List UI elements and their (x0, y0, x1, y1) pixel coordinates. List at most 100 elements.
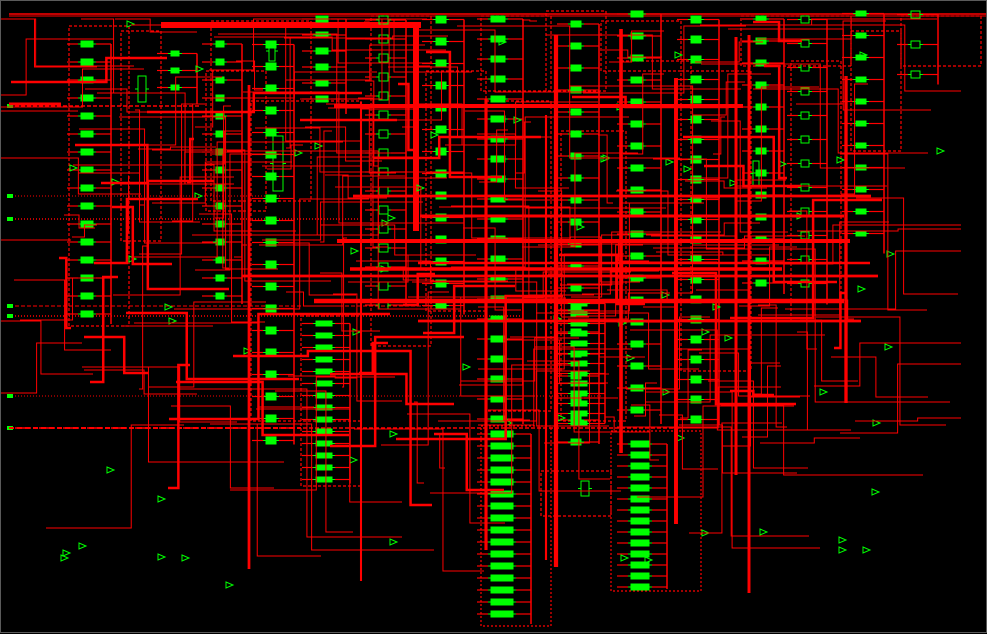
logic-cell-icon[interactable] (690, 415, 702, 424)
logic-cell-icon[interactable] (630, 517, 650, 525)
net-wire[interactable] (119, 116, 278, 270)
hierarchy-box[interactable] (300, 315, 362, 487)
net-wire[interactable] (753, 307, 778, 395)
net-wire[interactable] (568, 292, 670, 320)
io-port-icon[interactable] (7, 217, 13, 221)
logic-cell-icon[interactable] (630, 120, 644, 128)
logic-cell-icon[interactable] (215, 76, 225, 84)
logic-cell-icon[interactable] (315, 320, 333, 327)
net-wire[interactable] (359, 341, 388, 375)
logic-cell-icon[interactable] (800, 183, 810, 192)
logic-cell-icon[interactable] (265, 106, 277, 115)
net-wire[interactable] (831, 356, 928, 398)
net-wire[interactable] (758, 304, 787, 428)
buffer-gate-icon[interactable] (859, 51, 869, 59)
logic-cell-icon[interactable] (855, 98, 867, 105)
logic-cell-icon[interactable] (630, 164, 644, 172)
net-wire[interactable] (358, 97, 388, 248)
logic-cell-icon[interactable] (378, 224, 389, 234)
net-wire[interactable] (215, 105, 231, 219)
logic-cell-icon[interactable] (490, 454, 514, 462)
buffer-gate-icon[interactable] (665, 158, 675, 166)
net-wire[interactable] (560, 231, 721, 286)
logic-cell-icon[interactable] (855, 76, 867, 83)
logic-cell-icon[interactable] (80, 256, 94, 264)
net-wire[interactable] (147, 91, 362, 114)
net-wire[interactable] (680, 349, 702, 419)
io-port-icon[interactable] (7, 394, 13, 398)
logic-cell-icon[interactable] (630, 539, 650, 547)
logic-cell-icon[interactable] (630, 572, 650, 580)
buffer-gate-icon[interactable] (462, 363, 472, 371)
logic-cell-icon[interactable] (315, 344, 333, 351)
logic-cell-icon[interactable] (265, 194, 277, 203)
net-wire[interactable] (115, 18, 197, 33)
logic-cell-icon[interactable] (215, 292, 225, 300)
net-wire[interactable] (81, 18, 161, 94)
net-wire[interactable] (212, 153, 229, 269)
io-port-icon[interactable] (7, 314, 13, 318)
net-wire[interactable] (695, 41, 763, 63)
logic-cell-icon[interactable] (570, 218, 582, 226)
net-wire[interactable] (259, 175, 405, 246)
net-wire[interactable] (753, 88, 928, 154)
net-wire[interactable] (412, 281, 609, 427)
net-wire[interactable] (233, 349, 372, 358)
hierarchy-box[interactable] (205, 70, 267, 212)
logic-cell-icon[interactable] (690, 35, 702, 44)
logic-cell-icon[interactable] (265, 414, 277, 423)
logic-cell-icon[interactable] (490, 526, 514, 534)
logic-cell-icon[interactable] (490, 562, 514, 570)
net-wire[interactable] (855, 417, 961, 422)
logic-cell-icon[interactable] (80, 40, 94, 48)
net-wire[interactable] (721, 404, 923, 476)
logic-cell-icon[interactable] (855, 32, 867, 39)
net-wire[interactable] (450, 271, 631, 298)
buffer-gate-icon[interactable] (126, 20, 136, 28)
logic-cell-icon[interactable] (490, 586, 514, 594)
net-wire[interactable] (1, 110, 78, 115)
logic-cell-icon[interactable] (490, 502, 514, 510)
logic-cell-icon[interactable] (490, 255, 506, 263)
net-wire[interactable] (689, 422, 782, 534)
logic-cell-icon[interactable] (570, 130, 582, 138)
net-wire[interactable] (403, 272, 435, 307)
logic-cell-icon[interactable] (435, 15, 447, 24)
logic-cell-icon[interactable] (170, 84, 180, 91)
logic-cell-icon[interactable] (630, 440, 650, 448)
net-wire[interactable] (764, 64, 787, 180)
buffer-gate-icon[interactable] (430, 131, 440, 139)
logic-cell-icon[interactable] (570, 42, 582, 50)
net-wire[interactable] (626, 316, 710, 390)
net-wire[interactable] (683, 135, 837, 284)
net-wire[interactable] (328, 107, 396, 174)
logic-cell-icon[interactable] (630, 54, 644, 62)
logic-cell-icon[interactable] (630, 32, 644, 40)
logic-cell-icon[interactable] (490, 598, 514, 606)
logic-cell-icon[interactable] (800, 63, 810, 72)
logic-cell-icon[interactable] (570, 438, 582, 446)
net-wire[interactable] (856, 197, 958, 295)
net-wire[interactable] (582, 270, 659, 295)
net-wire[interactable] (841, 83, 868, 195)
net-wire[interactable] (288, 375, 357, 379)
net-wire[interactable] (1, 239, 71, 253)
logic-cell-icon[interactable] (80, 238, 94, 246)
net-wire[interactable] (320, 130, 332, 243)
net-wire[interactable] (559, 253, 645, 306)
net-wire[interactable] (536, 312, 699, 370)
logic-cell-icon[interactable] (378, 243, 389, 253)
logic-cell-icon[interactable] (690, 15, 702, 24)
logic-cell-icon[interactable] (630, 252, 644, 260)
logic-cell-icon[interactable] (570, 196, 582, 204)
net-wire[interactable] (753, 20, 802, 43)
logic-cell-icon[interactable] (570, 284, 582, 292)
logic-cell-icon[interactable] (690, 75, 702, 84)
net-wire[interactable] (210, 423, 321, 557)
logic-cell-icon[interactable] (580, 480, 590, 497)
net-wire[interactable] (79, 128, 217, 244)
logic-cell-icon[interactable] (630, 462, 650, 470)
net-wire[interactable] (1, 38, 114, 96)
net-wire[interactable] (325, 174, 387, 199)
